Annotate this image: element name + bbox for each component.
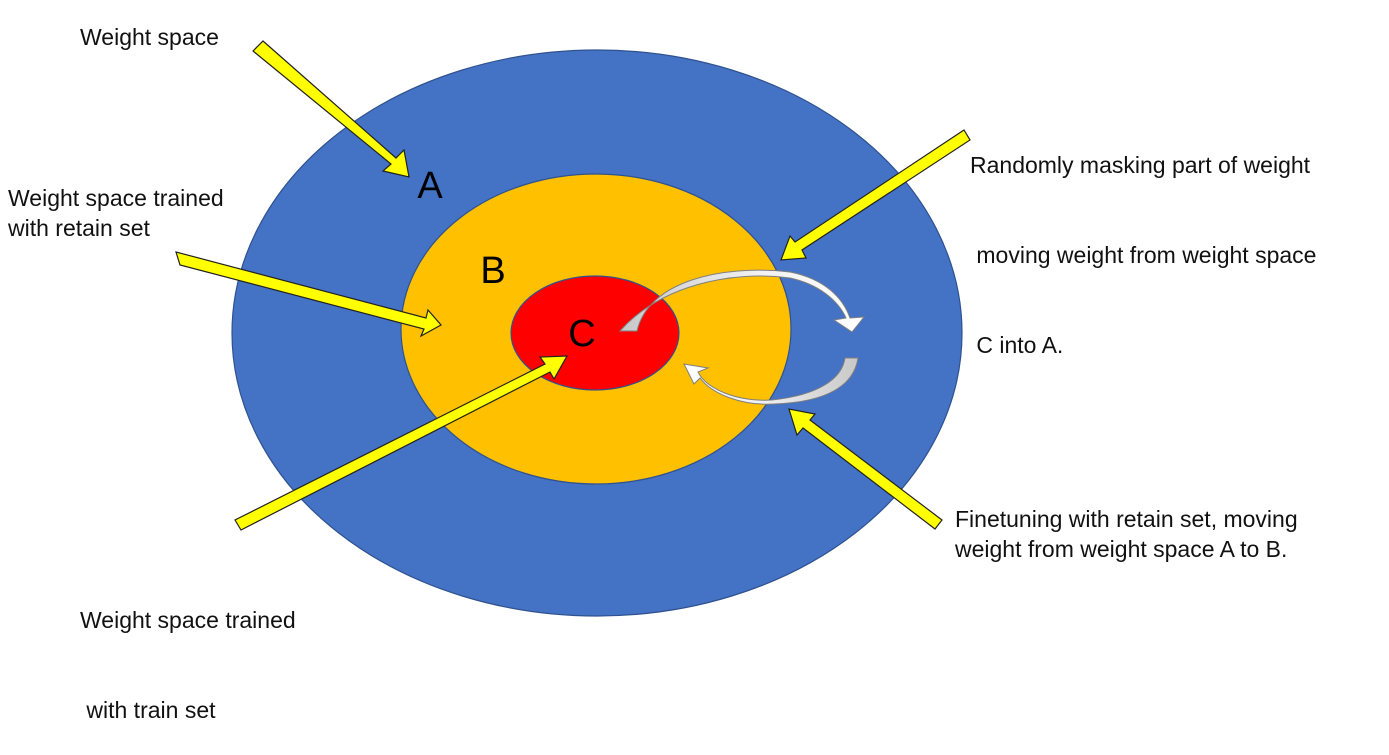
annotation-masking: Randomly masking part of weight moving w…	[970, 90, 1316, 390]
pointer-arrow-masking	[780, 129, 971, 261]
annotation-train-set-line-1: Weight space trained	[80, 607, 296, 633]
annotation-train-set: Weight space trained with train set	[80, 545, 296, 755]
annotation-masking-line-3: C into A.	[970, 332, 1064, 358]
annotation-weight-space-line-1: Weight space	[80, 24, 219, 50]
annotation-retain-set-line-1: Weight space trained	[8, 185, 224, 211]
annotation-weight-space: Weight space	[80, 22, 219, 52]
curved-arrow-a-to-b	[683, 357, 859, 405]
annotation-retain-set: Weight space trained with retain set	[8, 183, 224, 243]
region-a-label: A	[417, 165, 443, 207]
pointer-arrow-finetuning	[788, 408, 943, 530]
region-c-label: C	[568, 313, 595, 355]
annotation-finetuning-line-2: weight from weight space A to B.	[955, 536, 1288, 562]
curved-arrow-c-to-a	[618, 269, 866, 333]
region-b-label: B	[480, 250, 505, 292]
pointer-arrow-train-set	[234, 355, 569, 531]
annotation-masking-line-2: moving weight from weight space	[970, 242, 1317, 268]
annotation-finetuning: Finetuning with retain set, moving weigh…	[955, 504, 1298, 564]
pointer-arrow-retain-set	[175, 251, 442, 338]
annotation-masking-line-1: Randomly masking part of weight	[970, 152, 1311, 178]
annotation-train-set-line-2: with train set	[80, 697, 216, 723]
weight-space-diagram: A B C	[175, 40, 971, 617]
pointer-arrow-weight-space	[252, 40, 410, 178]
annotation-retain-set-line-2: with retain set	[8, 215, 150, 241]
annotation-finetuning-line-1: Finetuning with retain set, moving	[955, 506, 1298, 532]
